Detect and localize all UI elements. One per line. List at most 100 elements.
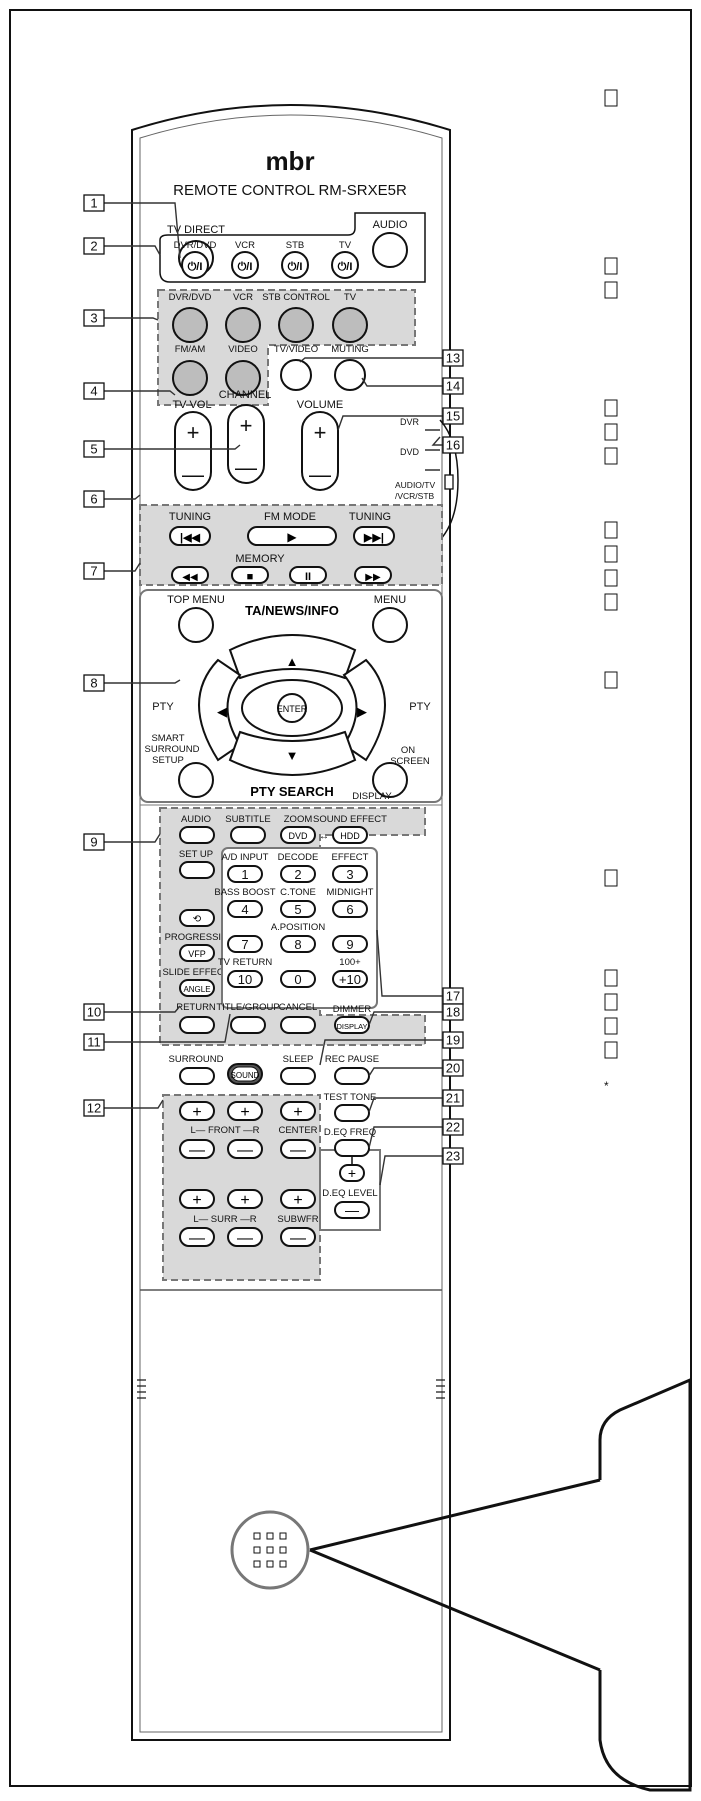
- side-switch-knob[interactable]: [444, 474, 454, 490]
- footnote-asterisk: *: [604, 1079, 609, 1093]
- callout-number: 17: [446, 989, 460, 1004]
- deq-level-plus-button[interactable]: [339, 1164, 365, 1182]
- digit-9-button[interactable]: [332, 935, 368, 953]
- cancel-button[interactable]: [280, 1016, 316, 1034]
- down-arrow-icon: ▼: [286, 748, 299, 763]
- callout-leader-line: [379, 1155, 443, 1186]
- digit-4-button[interactable]: [227, 900, 263, 918]
- sound-effect-hdd-button[interactable]: [332, 826, 368, 844]
- deq-level-minus-button[interactable]: [334, 1201, 370, 1219]
- stb-source-button[interactable]: [278, 307, 314, 343]
- surr-left-minus-button[interactable]: [179, 1227, 215, 1247]
- center-minus-button[interactable]: [280, 1139, 316, 1159]
- angle-button[interactable]: [179, 979, 215, 997]
- callout-20: 20: [368, 1059, 464, 1077]
- tuning-next-button[interactable]: [353, 526, 395, 546]
- callout-leader-line: [104, 245, 161, 256]
- front-left-plus-button[interactable]: [179, 1101, 215, 1121]
- right-button[interactable]: [342, 658, 386, 762]
- label-progressive: PROGRESSIV: [165, 932, 228, 943]
- surr-right-plus-button[interactable]: [227, 1189, 263, 1209]
- tuning-prev-button[interactable]: [169, 526, 211, 546]
- audio-power-button[interactable]: [372, 232, 408, 268]
- digit-6-button[interactable]: [332, 900, 368, 918]
- surround-button[interactable]: [179, 1067, 215, 1085]
- tv-power-button[interactable]: [331, 251, 359, 279]
- front-right-plus-button[interactable]: [227, 1101, 263, 1121]
- audio-button[interactable]: [179, 826, 215, 844]
- callout-box: [442, 377, 464, 395]
- label-ctone: C.TONE: [280, 887, 316, 898]
- fm-mode-play-button[interactable]: [247, 526, 337, 546]
- play-icon: ▶: [287, 530, 297, 544]
- subtitle-button[interactable]: [230, 826, 266, 844]
- fast-forward-button[interactable]: [354, 566, 392, 584]
- rec-pause-button[interactable]: [334, 1067, 370, 1085]
- sleep-button[interactable]: [280, 1067, 316, 1085]
- callout-number: 7: [90, 564, 97, 579]
- front-right-minus-button[interactable]: [227, 1139, 263, 1159]
- muting-button[interactable]: [334, 359, 366, 391]
- pause-button[interactable]: [289, 566, 327, 584]
- callout-box: [442, 407, 464, 425]
- digit-10-button[interactable]: [227, 970, 263, 988]
- digit-1-button[interactable]: [227, 865, 263, 883]
- subwfr-plus-button[interactable]: [280, 1189, 316, 1209]
- rewind-button[interactable]: [171, 566, 209, 584]
- plus10-button[interactable]: [332, 970, 368, 988]
- vfp-button[interactable]: [179, 944, 215, 962]
- test-tone-button[interactable]: [334, 1104, 370, 1122]
- digit-buttons: 1 2 3 4 5 6 7 8 9 10 0 +10: [227, 865, 368, 988]
- tv-vol-rocker[interactable]: [174, 411, 212, 491]
- center-plus-button[interactable]: [280, 1101, 316, 1121]
- surr-left-plus-button[interactable]: [179, 1189, 215, 1209]
- vcr-source-button[interactable]: [225, 307, 261, 343]
- tv-source-button[interactable]: [332, 307, 368, 343]
- stb-power-button[interactable]: [281, 251, 309, 279]
- enter-button[interactable]: [277, 693, 307, 723]
- deq-freq-button[interactable]: [334, 1139, 370, 1157]
- stop-button[interactable]: [231, 566, 269, 584]
- callout-11: 11: [83, 1013, 231, 1051]
- left-button[interactable]: [198, 658, 242, 762]
- digit-5-button[interactable]: [280, 900, 316, 918]
- digit-3-button[interactable]: [332, 865, 368, 883]
- callout-number: 5: [90, 442, 97, 457]
- set-up-button[interactable]: [179, 861, 215, 879]
- channel-rocker[interactable]: [227, 404, 265, 484]
- volume-rocker[interactable]: [301, 411, 339, 491]
- fmam-source-button[interactable]: [172, 360, 208, 396]
- dvrdvd-power-button[interactable]: [181, 251, 209, 279]
- up-button[interactable]: [228, 634, 357, 680]
- callout-1: 1: [83, 194, 181, 259]
- digit-8-button[interactable]: [280, 935, 316, 953]
- top-menu-button[interactable]: [178, 607, 214, 643]
- front-left-minus-button[interactable]: [179, 1139, 215, 1159]
- menu-button[interactable]: [372, 607, 408, 643]
- vcr-power-button[interactable]: [231, 251, 259, 279]
- minus-icon: —: [290, 1230, 306, 1247]
- tv-video-button[interactable]: [280, 359, 312, 391]
- label-setup: SETUP: [152, 755, 184, 766]
- video-source-button[interactable]: [225, 360, 261, 396]
- callout-9: 9: [83, 833, 161, 851]
- dvrdvd-source-button[interactable]: [172, 307, 208, 343]
- down-button[interactable]: [228, 730, 357, 776]
- repeat-button[interactable]: [179, 909, 215, 927]
- label-aposition: A.POSITION: [271, 922, 326, 933]
- subwfr-minus-button[interactable]: [280, 1227, 316, 1247]
- label-bass-boost: BASS BOOST: [214, 887, 275, 898]
- label-channel: CHANNEL: [219, 389, 272, 401]
- title-group-button[interactable]: [230, 1016, 266, 1034]
- digit-0-button[interactable]: [280, 970, 316, 988]
- label-vfp: VFP: [188, 949, 206, 959]
- on-screen-button[interactable]: [372, 762, 408, 798]
- return-button[interactable]: [179, 1016, 215, 1034]
- digit-label: 9: [346, 937, 353, 952]
- surr-right-minus-button[interactable]: [227, 1227, 263, 1247]
- digit-2-button[interactable]: [280, 865, 316, 883]
- label-dvd-btn: DVD: [288, 831, 308, 841]
- digit-7-button[interactable]: [227, 935, 263, 953]
- zoom-dvd-button[interactable]: [280, 826, 316, 844]
- smart-surround-setup-button[interactable]: [178, 762, 214, 798]
